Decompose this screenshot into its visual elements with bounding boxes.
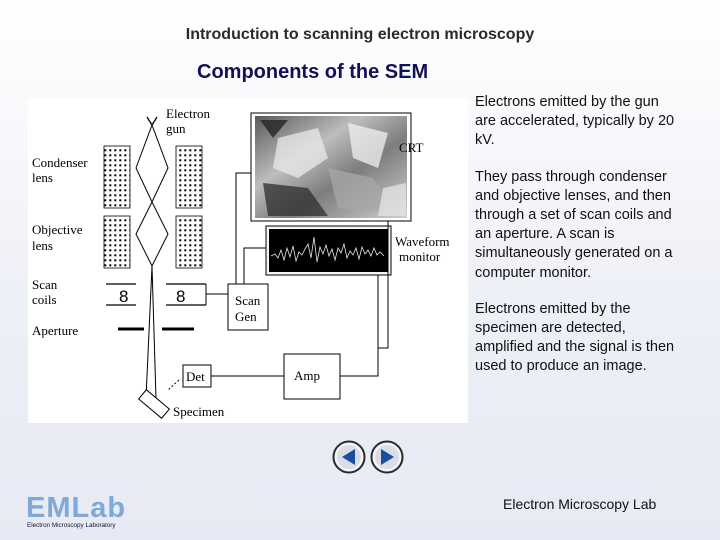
label-scan-gen-1: Scan bbox=[235, 293, 261, 308]
sem-diagram-svg: 8 8 bbox=[32, 106, 450, 419]
next-slide-button[interactable] bbox=[370, 440, 404, 474]
label-scan: Scan bbox=[32, 277, 58, 292]
logo-subtitle: Electron Microscopy Laboratory bbox=[27, 522, 116, 529]
arrow-right-icon bbox=[370, 440, 404, 474]
specimen-stage bbox=[137, 389, 171, 419]
label-gun: gun bbox=[166, 121, 186, 136]
previous-slide-button[interactable] bbox=[332, 440, 366, 474]
label-waveform: Waveform bbox=[395, 234, 450, 249]
label-crt: CRT bbox=[399, 140, 424, 155]
objective-lens-right bbox=[175, 215, 203, 269]
waveform-trace bbox=[270, 236, 385, 263]
scan-coils: 8 8 bbox=[106, 283, 207, 306]
label-monitor: monitor bbox=[399, 249, 441, 264]
svg-text:8: 8 bbox=[176, 287, 185, 306]
logo-mark: EMLab bbox=[26, 492, 126, 524]
secondary-electron-path bbox=[167, 379, 180, 391]
amp-box bbox=[283, 353, 341, 400]
label-condenser: Condenser bbox=[32, 155, 88, 170]
description-paragraph: They pass through condenser and objectiv… bbox=[475, 168, 673, 281]
emlab-logo: EMLab Electron Microscopy Laboratory bbox=[25, 490, 129, 530]
slide-title: Components of the SEM bbox=[197, 61, 429, 83]
label-specimen: Specimen bbox=[173, 404, 225, 419]
condenser-lens-right bbox=[175, 145, 203, 209]
label-objective: Objective bbox=[32, 222, 83, 237]
waveform-screen bbox=[269, 229, 388, 272]
label-electron: Electron bbox=[166, 106, 211, 121]
label-scan-coils: coils bbox=[32, 292, 57, 307]
signal-wires bbox=[206, 172, 389, 377]
label-amp: Amp bbox=[294, 368, 320, 383]
label-aperture: Aperture bbox=[32, 323, 78, 338]
arrow-left-icon bbox=[332, 440, 366, 474]
description-paragraph: Electrons emitted by the specimen are de… bbox=[475, 300, 675, 375]
label-det: Det bbox=[186, 369, 205, 384]
description-paragraph: Electrons emitted by the gun are acceler… bbox=[475, 94, 675, 149]
objective-lens-left bbox=[103, 215, 131, 269]
condenser-lens-left bbox=[103, 145, 131, 209]
label-scan-gen-2: Gen bbox=[235, 309, 257, 324]
electron-beam-path bbox=[135, 123, 169, 399]
scan-gen-box bbox=[227, 283, 269, 331]
sem-diagram: 8 8 bbox=[28, 98, 468, 423]
label-condenser-lens: lens bbox=[32, 170, 53, 185]
emlab-logo-svg: EMLab Electron Microscopy Laboratory bbox=[26, 492, 126, 529]
presentation-header: Introduction to scanning electron micros… bbox=[185, 26, 535, 43]
label-objective-lens: lens bbox=[32, 238, 53, 253]
footer-text: Electron Microscopy Lab bbox=[503, 496, 657, 512]
svg-text:8: 8 bbox=[119, 287, 128, 306]
description-panel: Electrons emitted by the gun are acceler… bbox=[475, 93, 680, 394]
crt-image-texture bbox=[260, 120, 406, 216]
